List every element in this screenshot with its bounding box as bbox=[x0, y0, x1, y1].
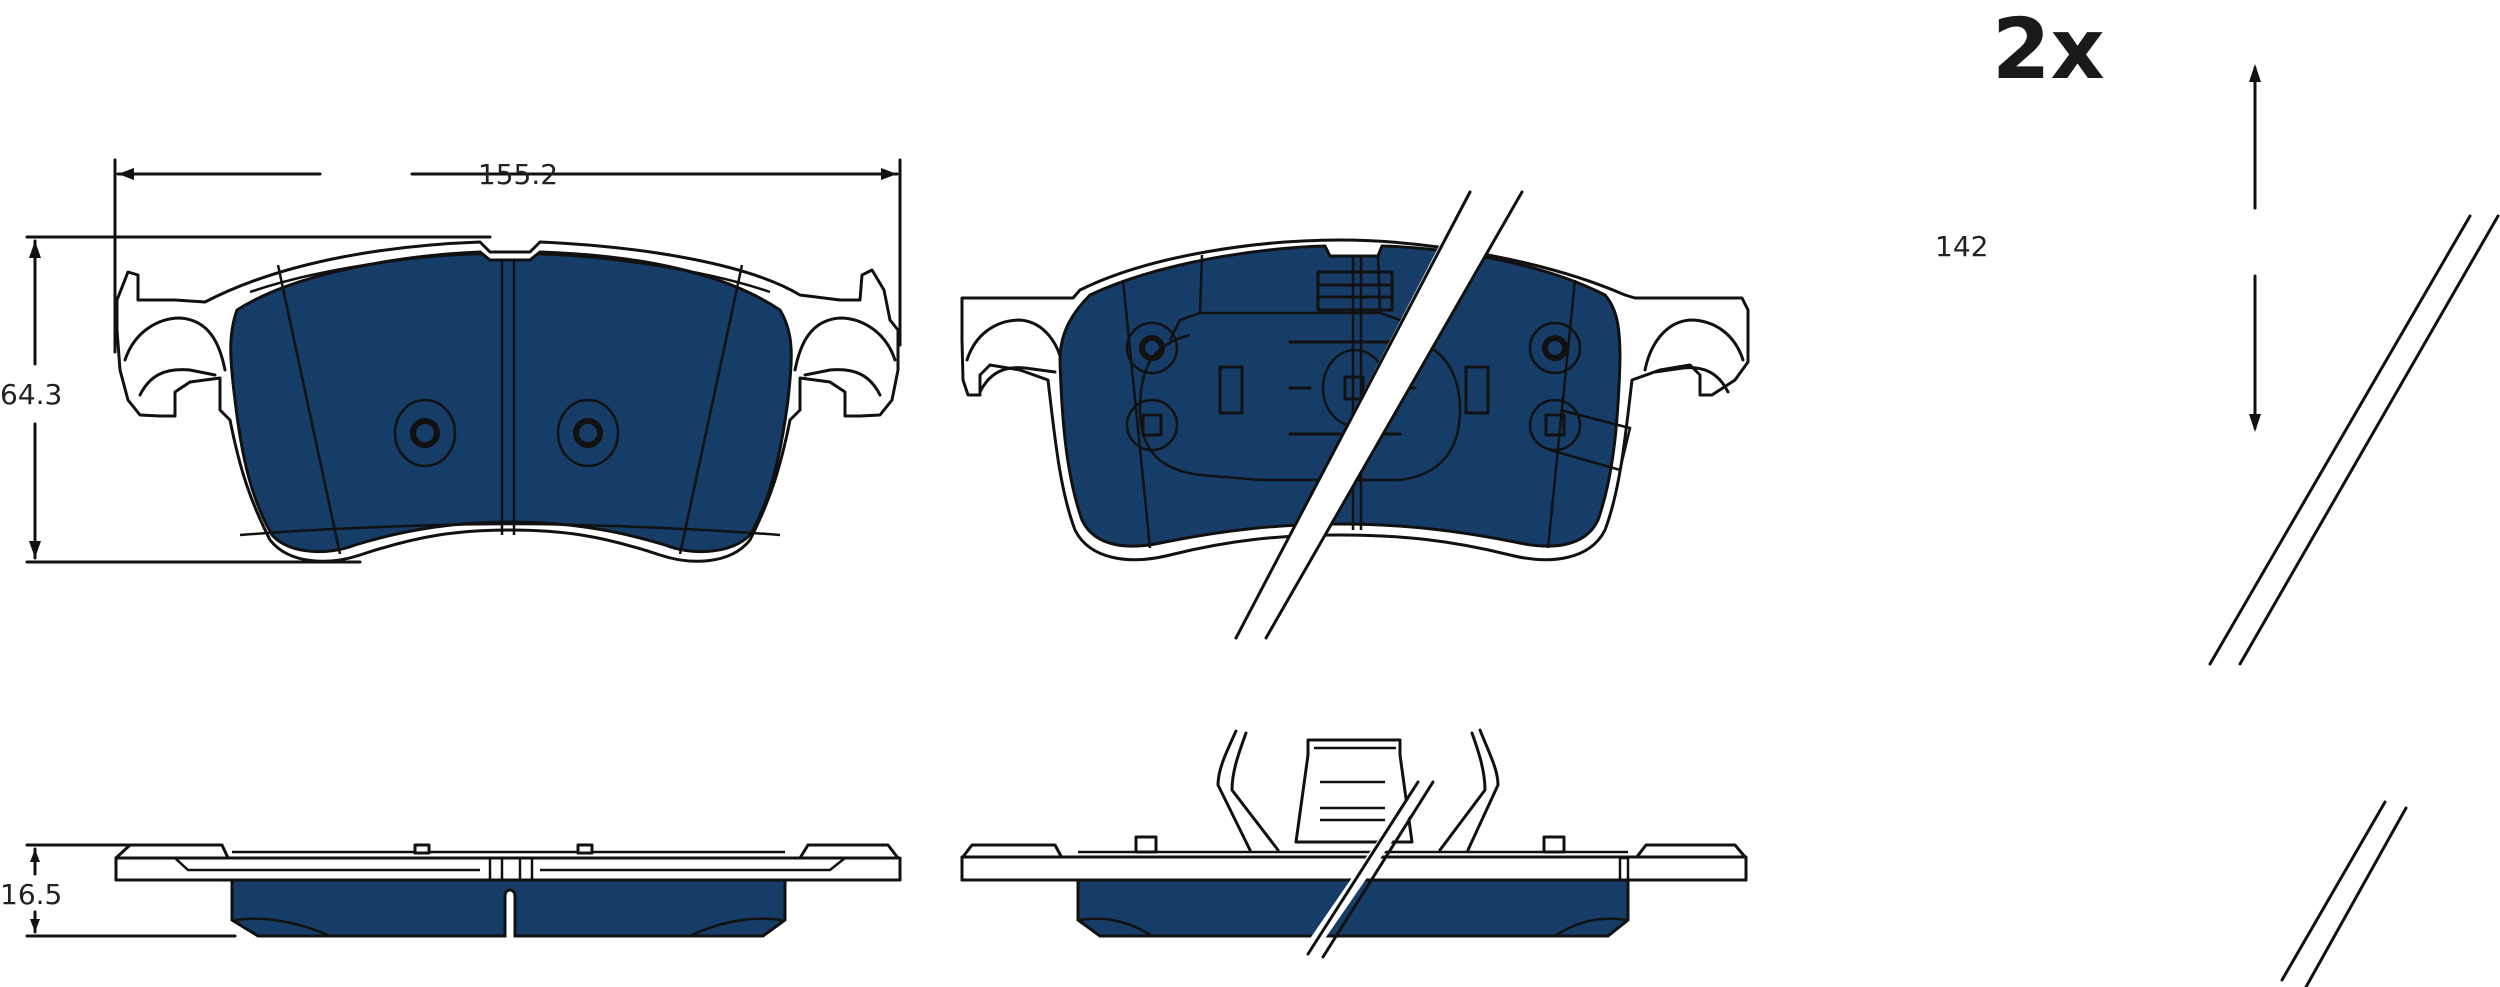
shim-tab-left bbox=[1134, 835, 1158, 854]
chamfer-right bbox=[678, 264, 744, 555]
arrow-up-icon bbox=[29, 241, 41, 258]
arrow-down-icon bbox=[30, 919, 40, 932]
friction-material-side bbox=[230, 878, 787, 938]
chamfer-line-top bbox=[249, 252, 771, 294]
spring-clip bbox=[1216, 729, 1280, 852]
arrow-up-icon bbox=[30, 849, 40, 862]
lug-left bbox=[1218, 365, 1244, 415]
wear-indicator-dimension: 142 bbox=[1935, 64, 2261, 432]
mount-hole-upper-left bbox=[1125, 321, 1179, 375]
height-dimension-label: 64.3 bbox=[0, 378, 62, 411]
rivet-hole-left bbox=[393, 398, 457, 468]
mount-hole-lower-right bbox=[1528, 398, 1632, 472]
wear-sensor-bracket bbox=[1549, 408, 1632, 472]
clip-tab bbox=[1294, 738, 1414, 844]
height-dimension: 64.3 bbox=[0, 235, 492, 564]
front-pad-face-view bbox=[115, 240, 900, 563]
break-line bbox=[1298, 780, 1435, 959]
mounting-ear-left bbox=[123, 316, 227, 397]
thickness-dimension: 16.5 bbox=[0, 843, 237, 938]
arrow-left-icon bbox=[118, 168, 134, 180]
friction-material bbox=[229, 250, 793, 554]
shim-tab-right bbox=[576, 843, 594, 855]
thickness-dimension-label: 16.5 bbox=[0, 878, 62, 911]
chamfer-left bbox=[1121, 279, 1152, 549]
rivet-hole-right bbox=[556, 398, 620, 468]
spring-clip-right bbox=[1438, 728, 1500, 852]
quantity-label: 2x bbox=[1992, 0, 2105, 98]
front-pad-side-view bbox=[114, 843, 902, 938]
mounting-ear-right bbox=[1643, 318, 1745, 394]
wear-indicator-dimension-label: 142 bbox=[1935, 230, 1988, 263]
arrow-down-icon bbox=[2249, 414, 2261, 432]
chamfer-left bbox=[276, 264, 342, 555]
shim-tab-right bbox=[1542, 835, 1566, 854]
rear-pad-side-view bbox=[960, 728, 1748, 959]
width-dimension-label: 155.2 bbox=[478, 158, 558, 191]
arrow-up-icon bbox=[2249, 64, 2261, 82]
break-line bbox=[1234, 190, 1524, 640]
mount-hole-upper-right bbox=[1528, 321, 1582, 375]
shim-tab-left bbox=[413, 843, 431, 855]
wear-indicator-cable bbox=[2208, 214, 2500, 987]
backplate-painted-area bbox=[1058, 244, 1622, 548]
mount-hole-lower-left bbox=[1125, 398, 1179, 452]
rear-pad-backplate-view bbox=[960, 190, 1750, 640]
width-dimension: 155.2 bbox=[113, 158, 902, 354]
chamfer-line-bottom bbox=[239, 522, 781, 537]
mounting-ear-left bbox=[965, 318, 1065, 394]
clip-tab-top bbox=[1316, 270, 1394, 312]
arrow-right-icon bbox=[881, 168, 897, 180]
mounting-ear-right bbox=[793, 316, 897, 397]
lug-right bbox=[1464, 365, 1490, 415]
arrow-down-icon bbox=[29, 541, 41, 558]
